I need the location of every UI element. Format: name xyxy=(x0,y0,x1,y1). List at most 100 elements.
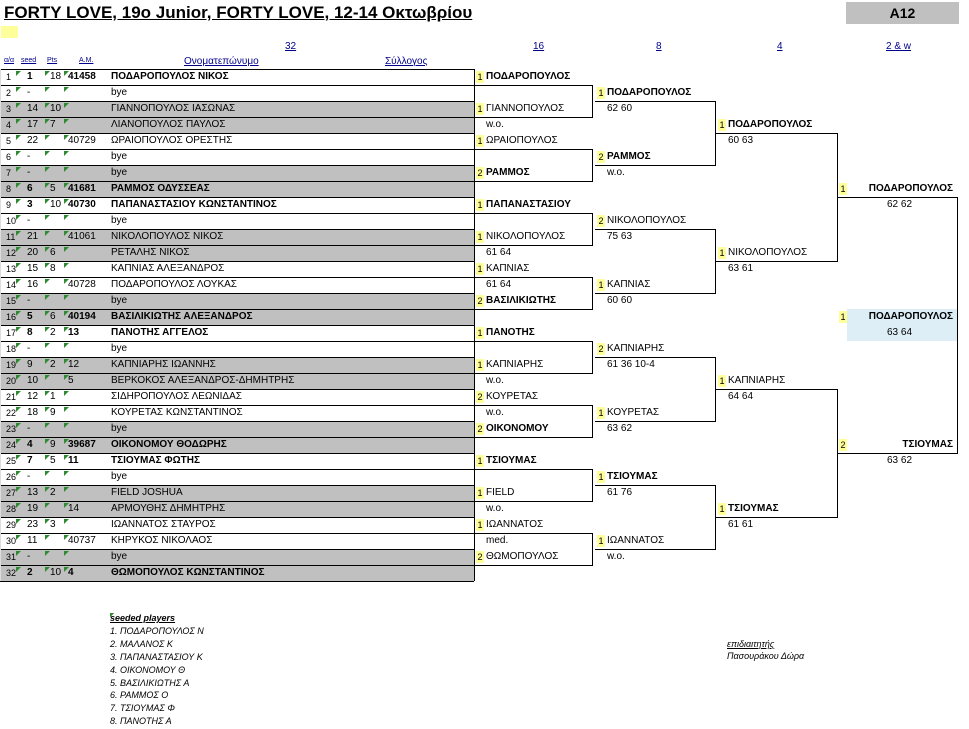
legend-item: 4. ΟΙΚΟΝΟΜΟΥ Θ xyxy=(110,664,186,675)
winner-flag: 1 xyxy=(597,535,605,547)
bracket-line xyxy=(474,405,592,406)
bracket-line xyxy=(595,485,715,486)
seed-flag xyxy=(16,519,21,524)
row-number: 15 xyxy=(6,296,17,306)
player-seed: 10 xyxy=(27,375,39,386)
page-title: FORTY LOVE, 19o Junior, FORTY LOVE, 12-1… xyxy=(4,3,473,22)
bracket-line xyxy=(474,341,592,342)
player-name: ΠΑΝΟΤΗΣ ΑΓΓΕΛΟΣ xyxy=(111,327,209,338)
player-points: 9 xyxy=(50,407,56,418)
player-name: bye xyxy=(111,87,128,98)
am-flag xyxy=(64,311,69,316)
seed-flag xyxy=(16,183,21,188)
player-name: FIELD JOSHUA xyxy=(111,487,183,498)
header-r16: 16 xyxy=(533,41,545,52)
points-flag xyxy=(45,407,50,412)
points-flag xyxy=(45,375,50,380)
bracket-line xyxy=(595,101,715,102)
player-points: 2 xyxy=(50,359,56,370)
row-number: 19 xyxy=(6,360,17,370)
event-code-badge: A12 xyxy=(846,2,959,24)
round-score: w.o. xyxy=(486,375,504,386)
player-name: bye xyxy=(111,423,128,434)
player-name: ΑΡΜΟΥΘΗΣ ΔΗΜΗΤΡΗΣ xyxy=(111,503,226,514)
player-am: 14 xyxy=(68,503,80,514)
grey-row xyxy=(0,373,474,389)
round-winner-name: ΟΙΚΟΝΟΜΟΥ xyxy=(486,423,549,434)
row-number: 23 xyxy=(6,424,17,434)
row-separator xyxy=(0,565,474,566)
round-score: w.o. xyxy=(607,167,625,178)
row-number: 18 xyxy=(6,344,17,354)
player-seed: 1 xyxy=(27,71,33,82)
player-seed: 15 xyxy=(27,263,39,274)
winner-flag: 1 xyxy=(718,119,726,131)
player-seed: 6 xyxy=(27,183,33,194)
winner-flag: 1 xyxy=(597,279,605,291)
player-name: ΚΗΡΥΚΟΣ ΝΙΚΟΛΑΟΣ xyxy=(111,535,213,546)
player-am: 12 xyxy=(68,359,80,370)
player-am: 40730 xyxy=(68,199,96,210)
am-flag xyxy=(64,391,69,396)
round-winner-name: ΠΟΔΑΡΟΠΟΥΛΟΣ xyxy=(728,119,813,130)
round-score: 60 60 xyxy=(607,295,633,306)
row-number: 1 xyxy=(6,72,12,82)
round-winner-name: ΤΣΙΟΥΜΑΣ xyxy=(486,455,537,466)
round-winner-name: ΚΑΠΝΙΑΡΗΣ xyxy=(607,343,665,354)
row-number: 7 xyxy=(6,168,12,178)
row-separator xyxy=(0,549,474,550)
player-points: 2 xyxy=(50,487,56,498)
player-seed: - xyxy=(27,151,31,162)
points-flag xyxy=(45,551,50,556)
am-flag xyxy=(64,103,69,108)
player-seed: 5 xyxy=(27,311,33,322)
bracket-connector xyxy=(592,149,593,182)
points-flag xyxy=(45,247,50,252)
round-winner-name: ΘΩΜΟΠΟΥΛΟΣ xyxy=(486,551,559,562)
points-flag xyxy=(45,359,50,364)
header-name: Ονοματεπώνυμο xyxy=(184,56,259,67)
round-winner-name: ΙΩΑΝΝΑΤΟΣ xyxy=(607,535,665,546)
winner-flag: 2 xyxy=(839,439,847,451)
grey-row xyxy=(0,181,474,197)
seed-flag xyxy=(16,311,21,316)
points-flag xyxy=(45,183,50,188)
am-flag xyxy=(64,471,69,476)
bracket-line xyxy=(474,501,592,502)
round-winner-name: ΝΙΚΟΛΟΠΟΥΛΟΣ xyxy=(607,215,687,226)
seed-flag xyxy=(16,87,21,92)
player-name: ΒΕΡΚΟΚΟΣ ΑΛΕΞΑΝΔΡΟΣ-ΔΗΜΗΤΡΗΣ xyxy=(111,375,295,386)
player-am: 11 xyxy=(68,455,79,466)
am-flag xyxy=(64,87,69,92)
points-flag xyxy=(45,263,50,268)
player-points: 3 xyxy=(50,519,56,530)
player-seed: 2 xyxy=(27,567,33,578)
points-flag xyxy=(45,167,50,172)
round-score: 75 63 xyxy=(607,231,633,242)
points-flag xyxy=(45,71,50,76)
player-name: ΠΟΔΑΡΟΠΟΥΛΟΣ ΝΙΚΟΣ xyxy=(111,71,229,82)
round-winner-name: ΤΣΙΟΥΜΑΣ xyxy=(902,439,953,450)
row-separator xyxy=(0,293,474,294)
player-name: ΚΑΠΝΙΑΡΗΣ ΙΩΑΝΝΗΣ xyxy=(111,359,216,370)
points-flag xyxy=(45,567,50,572)
points-flag xyxy=(45,535,50,540)
round-score: w.o. xyxy=(607,551,625,562)
bracket-connector xyxy=(592,213,593,246)
seed-flag xyxy=(16,407,21,412)
bracket-line xyxy=(474,181,592,182)
seed-flag xyxy=(16,359,21,364)
am-flag xyxy=(64,439,69,444)
row-number: 24 xyxy=(6,440,17,450)
row-number: 26 xyxy=(6,472,17,482)
am-flag xyxy=(64,231,69,236)
row-number: 20 xyxy=(6,376,17,386)
player-points: 9 xyxy=(50,439,56,450)
bracket-line xyxy=(474,565,592,566)
row-separator xyxy=(0,453,474,454)
round-score: w.o. xyxy=(486,119,504,130)
seed-flag xyxy=(16,423,21,428)
bracket-line xyxy=(595,421,715,422)
player-am: 41061 xyxy=(68,231,96,242)
player-seed: 9 xyxy=(27,359,33,370)
